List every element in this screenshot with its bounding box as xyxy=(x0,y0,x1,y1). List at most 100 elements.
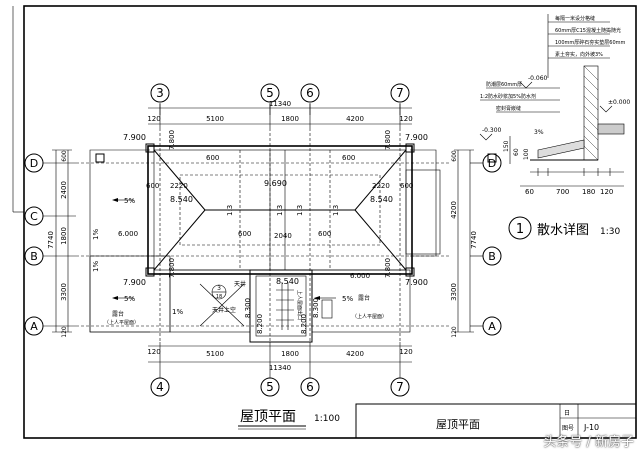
dim-segment: 3300 xyxy=(60,283,68,301)
detail-ref-number: 3 xyxy=(217,285,221,292)
elevation-label: 8.200 xyxy=(256,314,264,334)
elevation-label: 8.300 xyxy=(312,298,320,318)
main-roof-outline xyxy=(147,145,413,275)
elevation-label: 7.800 xyxy=(384,130,392,150)
dim-label: 180 xyxy=(582,188,595,196)
room-label: 露台 xyxy=(358,294,370,302)
axis-label: 5 xyxy=(266,86,274,100)
elevation-label: 7.800 xyxy=(168,130,176,150)
left-axis-bubbles: D C B A xyxy=(24,153,76,336)
dim-segment: 600 xyxy=(61,150,68,162)
dim-label: 600 xyxy=(146,182,159,190)
detail-number: 1 xyxy=(516,222,524,237)
detail-note: 每隔一米设分格缝 xyxy=(555,15,595,22)
dim-segment: 1800 xyxy=(60,227,68,245)
bottom-dimensions: 120 5100 1800 4200 120 11340 xyxy=(147,342,413,378)
room-label: 上人屋面出口 xyxy=(296,290,303,320)
dim-segment: 4200 xyxy=(450,201,458,219)
elevation-label: 8.540 xyxy=(276,277,299,286)
axis-bubble xyxy=(300,83,320,103)
dim-total: 7740 xyxy=(47,231,55,249)
axis-bubble xyxy=(260,83,280,103)
axis-label: 7 xyxy=(396,380,404,394)
right-dimensions: 600 4200 3300 120 7740 xyxy=(450,149,478,338)
detail-note: 60mm厚C15混凝土随捣随光 xyxy=(555,27,621,34)
dim-segment: 120 xyxy=(399,348,412,356)
elevation-label: 8.540 xyxy=(170,195,193,204)
elevation-label: 7.900 xyxy=(123,278,146,287)
elevation-label: 7.900 xyxy=(123,133,146,142)
apron-detail: 每隔一米设分格缝 60mm厚C15混凝土随捣随光 100mm厚碎石夯实垫层60m… xyxy=(479,14,630,240)
dim-segment: 120 xyxy=(147,348,160,356)
slope-label: 1:3 xyxy=(296,205,304,216)
detail-note: 密封膏嵌缝 xyxy=(496,105,521,112)
dim-total: 11340 xyxy=(269,364,291,372)
axis-label: 6 xyxy=(306,380,314,394)
top-axis-bubbles: 3 5 6 7 xyxy=(150,83,410,115)
room-label: 露台 xyxy=(112,310,124,318)
detail-note: 1:2防水砂浆加5%防水剂 xyxy=(480,93,536,100)
slope-label: 3% xyxy=(534,129,544,136)
dim-segment: 4200 xyxy=(346,115,364,123)
roof-plan-annotations: 7.900 7.900 7.900 7.900 7.800 7.800 7.80… xyxy=(92,130,428,334)
watermark: 头条号 / 新房子 xyxy=(543,435,634,450)
elevation-label: -0.060 xyxy=(528,75,548,82)
dim-segment: 120 xyxy=(61,326,68,338)
room-label: （上人平屋面） xyxy=(352,313,387,320)
elevation-label: -0.300 xyxy=(482,127,502,134)
dim-label: 2220 xyxy=(372,182,390,190)
axis-bubble xyxy=(482,316,502,336)
left-dimensions: 7740 600 2400 1800 3300 120 xyxy=(47,149,72,338)
dim-label: 60 xyxy=(525,188,534,196)
dim-label: 2040 xyxy=(274,232,292,240)
axis-bubble xyxy=(300,377,320,397)
axis-label: D xyxy=(488,157,496,170)
slope-label: 5% xyxy=(124,295,135,303)
axis-bubble xyxy=(390,377,410,397)
drawing-scale: 1:100 xyxy=(314,414,340,424)
dim-segment: 5100 xyxy=(206,350,224,358)
detail-title: 散水详图 xyxy=(537,223,589,238)
axis-bubble xyxy=(150,377,170,397)
axis-label: 6 xyxy=(306,86,314,100)
elevation-label: ±0.000 xyxy=(608,99,630,106)
dim-label: 100 xyxy=(523,148,530,160)
detail-note: 防潮层60mm厚 xyxy=(486,81,522,88)
axis-label: B xyxy=(488,250,496,263)
dim-label: 600 xyxy=(318,230,331,238)
dim-label: 600 xyxy=(238,230,251,238)
title-block: 屋顶平面 1:100 屋顶平面 日 图号 J-10 xyxy=(238,403,637,439)
axis-label: D xyxy=(30,157,38,170)
room-label: （上人平屋面） xyxy=(104,319,139,326)
dim-label: 2220 xyxy=(170,182,188,190)
dim-label: 120 xyxy=(600,188,613,196)
dim-label: 600 xyxy=(400,182,413,190)
elevation-label: 7.900 xyxy=(405,133,428,142)
elevation-label: 6.000 xyxy=(350,272,370,280)
sheet-number: J-10 xyxy=(583,423,599,432)
axis-label: A xyxy=(488,320,496,333)
axis-bubble xyxy=(260,377,280,397)
roof-plan xyxy=(76,128,497,343)
elevation-label: 7.900 xyxy=(405,278,428,287)
slope-label: 1% xyxy=(172,308,183,316)
slope-label: 1:3 xyxy=(276,205,284,216)
slope-label: 1% xyxy=(92,261,100,272)
detail-note: 100mm厚碎石夯实垫层60mm xyxy=(555,39,626,46)
dim-segment: 2400 xyxy=(60,181,68,199)
axis-label: 3 xyxy=(156,86,164,100)
dim-segment: 120 xyxy=(451,326,458,338)
dim-total: 11340 xyxy=(269,100,291,108)
dim-label: 150 xyxy=(503,140,510,152)
detail-ref-sheet: 18 xyxy=(216,294,222,300)
dim-label: 600 xyxy=(206,154,219,162)
dim-label: 60 xyxy=(513,148,520,156)
elevation-label: 9.690 xyxy=(264,179,287,188)
axis-bubble xyxy=(150,83,170,103)
slope-label: 1:3 xyxy=(332,205,340,216)
top-dimensions: 11340 120 5100 1800 4200 120 xyxy=(147,100,413,128)
axis-label: 5 xyxy=(266,380,274,394)
room-label: 天井 xyxy=(234,280,246,288)
